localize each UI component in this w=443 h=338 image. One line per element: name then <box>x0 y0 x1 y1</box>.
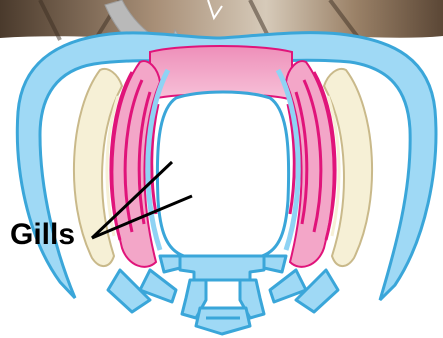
gills-label: Gills <box>10 220 75 250</box>
pharynx-cavity <box>157 92 288 256</box>
